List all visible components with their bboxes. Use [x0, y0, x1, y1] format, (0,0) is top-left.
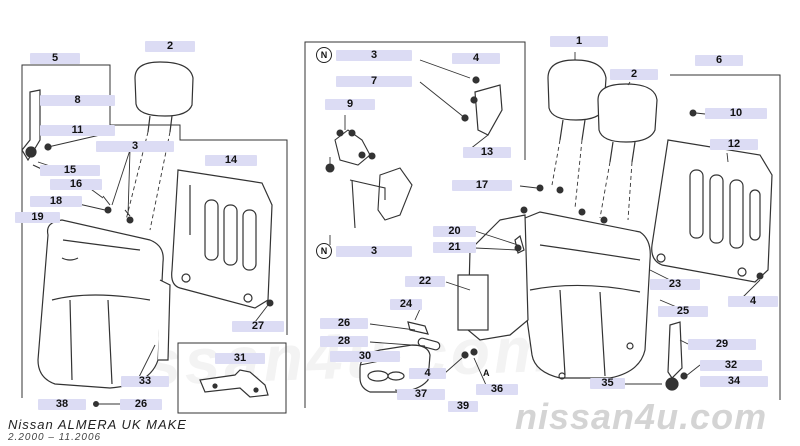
label-part-4-right[interactable]: 4 [728, 296, 778, 307]
label-part-9[interactable]: 9 [325, 99, 375, 110]
label-part-17[interactable]: 17 [452, 180, 512, 191]
label-part-36[interactable]: 36 [476, 384, 518, 395]
label-part-3-top[interactable]: 3 [336, 50, 412, 61]
label-part-15[interactable]: 15 [40, 165, 100, 176]
headrest-left [134, 61, 194, 133]
label-part-24[interactable]: 24 [390, 299, 422, 310]
label-part-6[interactable]: 6 [695, 55, 743, 66]
frame-right-group [670, 74, 781, 400]
frame-center-group [304, 41, 526, 408]
frame-bracket-31 [177, 342, 287, 414]
label-part-1[interactable]: 1 [550, 36, 608, 47]
label-part-37[interactable]: 37 [397, 389, 445, 400]
label-part-19[interactable]: 19 [15, 212, 60, 223]
hinge-bracket-right [665, 321, 688, 391]
label-part-26-center[interactable]: 26 [320, 318, 368, 329]
label-part-4-top[interactable]: 4 [452, 53, 500, 64]
label-part-11[interactable]: 11 [40, 125, 115, 136]
label-part-10[interactable]: 10 [705, 108, 767, 119]
center-hinge-assembly [325, 129, 413, 229]
label-part-35[interactable]: 35 [590, 378, 625, 389]
label-part-12[interactable]: 12 [710, 139, 758, 150]
label-part-27[interactable]: 27 [232, 321, 284, 332]
label-part-2-left[interactable]: 2 [145, 41, 195, 52]
model-caption: Nissan ALMERA UK MAKE [8, 417, 187, 432]
label-part-23[interactable]: 23 [650, 279, 700, 290]
bracket-31-part [199, 369, 269, 398]
hinge-bracket-left [21, 89, 52, 173]
label-part-25[interactable]: 25 [658, 306, 708, 317]
note-marker-n-top: N [316, 47, 332, 63]
armrest-pins [407, 321, 478, 359]
label-part-21[interactable]: 21 [433, 242, 476, 253]
seat-back-center [457, 214, 529, 341]
label-part-29[interactable]: 29 [688, 339, 756, 350]
label-part-32[interactable]: 32 [700, 360, 762, 371]
label-part-22[interactable]: 22 [405, 276, 445, 287]
label-part-26-left[interactable]: 26 [120, 399, 162, 410]
headrest-right-1 [547, 59, 607, 141]
fasteners-right [514, 109, 764, 280]
label-part-20[interactable]: 20 [433, 226, 476, 237]
label-part-16[interactable]: 16 [50, 179, 102, 190]
note-marker-n-bottom: N [316, 243, 332, 259]
label-part-39[interactable]: 39 [448, 401, 478, 412]
label-part-7[interactable]: 7 [336, 76, 412, 87]
marker-a: A [483, 368, 490, 378]
back-panel-left [171, 169, 273, 309]
back-panel-right [651, 139, 773, 283]
seat-back-right [517, 211, 651, 380]
label-part-28[interactable]: 28 [320, 336, 368, 347]
label-part-34[interactable]: 34 [700, 376, 768, 387]
label-part-18[interactable]: 18 [30, 196, 82, 207]
label-part-30[interactable]: 30 [330, 351, 400, 362]
frame-left-group [21, 64, 288, 398]
label-part-38[interactable]: 38 [38, 399, 86, 410]
label-part-14[interactable]: 14 [205, 155, 257, 166]
headrest-right-2 [597, 83, 658, 163]
label-part-33[interactable]: 33 [121, 376, 169, 387]
center-upper-bracket [461, 76, 503, 136]
label-part-5[interactable]: 5 [30, 53, 80, 64]
label-part-2-right[interactable]: 2 [610, 69, 658, 80]
label-part-4-center[interactable]: 4 [409, 368, 446, 379]
label-part-8[interactable]: 8 [40, 95, 115, 106]
seat-back-left [37, 219, 171, 389]
brand-watermark: nissan4u.com [515, 396, 768, 437]
label-part-3-left[interactable]: 3 [96, 141, 174, 152]
label-part-31[interactable]: 31 [215, 353, 265, 364]
date-range-caption: 2.2000 – 11.2006 [8, 432, 102, 443]
label-part-13[interactable]: 13 [463, 147, 511, 158]
label-part-3-bottom[interactable]: 3 [336, 246, 412, 257]
